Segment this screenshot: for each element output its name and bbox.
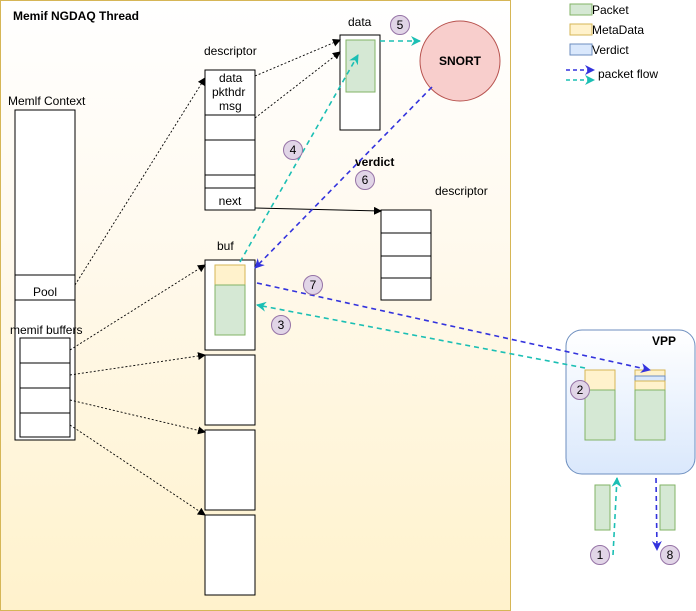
step-2-marker: [570, 380, 590, 400]
step-8-label: 8: [667, 548, 674, 562]
vpp-right-packet: [634, 389, 666, 441]
descriptor2-box: [380, 209, 432, 301]
memif-buffer-slot: [19, 412, 71, 438]
snort-node: [419, 20, 501, 102]
step-2-label: 2: [577, 383, 584, 397]
pool-to-descriptor-arrow: [74, 77, 206, 286]
step-5-label: 5: [397, 18, 404, 32]
buffers-to-slot2-arrow: [69, 399, 206, 435]
step-7-marker: [303, 275, 323, 295]
data-packet: [345, 39, 376, 93]
outgoing-packet: [659, 484, 676, 531]
pointer-arrows: [69, 39, 382, 516]
descriptor-label: descriptor: [204, 44, 257, 58]
descriptor-next-arrow: [254, 206, 382, 215]
buf-slot: [204, 354, 256, 426]
memif-buffer-slot: [19, 362, 71, 389]
buf-packet: [214, 284, 246, 336]
descriptor-pkthdr-arrow: [254, 51, 341, 119]
step-6-label: 6: [362, 173, 369, 187]
flow-buf-to-vpp-arrow: [256, 282, 651, 373]
descriptor-field-data: data: [219, 71, 243, 85]
snort-label: SNORT: [439, 54, 482, 68]
context-label: Memlf Context: [8, 94, 86, 108]
step-markers: 1 2 3 4 5 6 7 8: [271, 15, 680, 565]
memif-buffer-slot: [19, 337, 71, 364]
flow-incoming-arrow: [611, 477, 622, 556]
step-8-marker: [660, 545, 680, 565]
buffers-to-buf-arrow: [69, 264, 206, 351]
incoming-packet: [594, 484, 611, 531]
buf-metadata: [214, 264, 246, 286]
legend-packet-label: Packet: [592, 3, 629, 17]
step-4-marker: [283, 140, 303, 160]
vpp-left-packet: [584, 389, 616, 441]
legend-verdict-label: Verdict: [592, 43, 629, 57]
step-7-label: 7: [310, 278, 317, 292]
buf-slot: [204, 514, 256, 596]
buffers-label: memif buffers: [10, 323, 82, 337]
step-3-marker: [271, 315, 291, 335]
flow-snort-verdict-arrow: [254, 86, 433, 269]
vpp-right-metadata: [634, 369, 666, 377]
cyan-packet-flow: [239, 36, 622, 556]
memif-buffer-slot: [19, 387, 71, 414]
descriptor-field-msg: msg: [219, 99, 242, 113]
step-3-label: 3: [278, 318, 285, 332]
legend-metadata-swatch: [569, 23, 593, 36]
legend-verdict-swatch: [569, 43, 593, 56]
flow-buf-to-data-arrow: [239, 54, 359, 263]
verdict-label: verdict: [355, 155, 394, 169]
vpp-right-metadata-lower: [634, 380, 666, 391]
flow-vpp-to-buf-arrow: [256, 301, 586, 369]
data-label: data: [348, 15, 372, 29]
descriptor-field-pkthdr: pkthdr: [212, 85, 245, 99]
buf-slot: [204, 429, 256, 511]
pool-label: Pool: [33, 285, 57, 299]
step-1-label: 1: [597, 548, 604, 562]
buffers-to-slot1-arrow: [69, 352, 206, 376]
vpp-right-verdict: [634, 375, 666, 382]
legend: Packet MetaData Verdict packet flow: [566, 3, 658, 85]
step-1-marker: [590, 545, 610, 565]
buf-label: buf: [217, 239, 234, 253]
memif-buffer-slots: [19, 337, 71, 438]
legend-flow-label: packet flow: [598, 67, 658, 81]
thread-title: Memif NGDAQ Thread: [13, 9, 139, 23]
descriptor-data-arrow: [254, 39, 341, 77]
descriptor2-label: descriptor: [435, 184, 488, 198]
legend-packet-swatch: [569, 3, 593, 16]
descriptor-field-next: next: [219, 194, 242, 208]
buffers-to-slot3-arrow: [69, 424, 206, 516]
blue-packet-flow: [254, 86, 662, 551]
vpp-label: VPP: [652, 334, 676, 348]
flow-outgoing-arrow: [651, 477, 662, 551]
legend-metadata-label: MetaData: [592, 23, 644, 37]
step-6-marker: [355, 170, 375, 190]
step-5-marker: [390, 15, 410, 35]
step-4-label: 4: [290, 143, 297, 157]
